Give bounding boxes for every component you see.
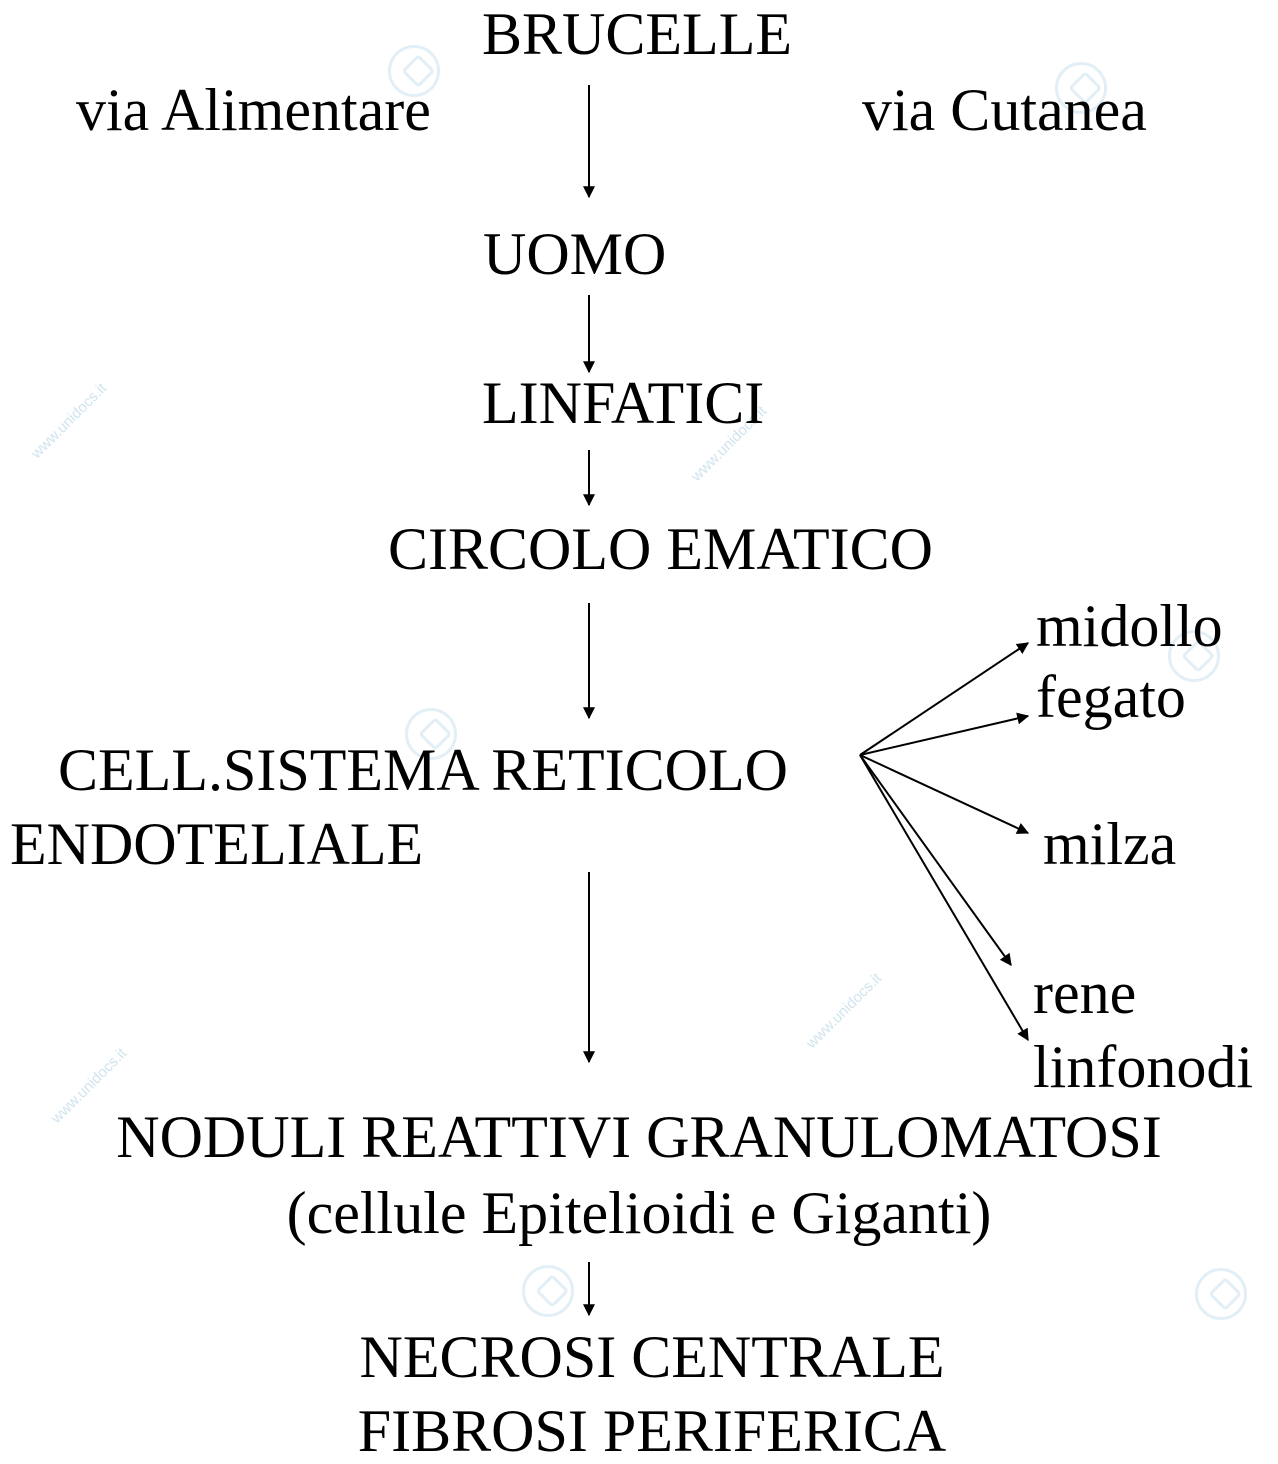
arrow-to-midollo xyxy=(859,642,1029,756)
route-via-alimentare: via Alimentare xyxy=(76,77,431,143)
arrow-to-fegato xyxy=(859,712,1030,756)
organ-milza: milza xyxy=(1043,811,1177,877)
route-via-cutanea: via Cutanea xyxy=(862,77,1147,143)
arrow-to-rene xyxy=(859,754,1012,966)
organ-fegato: fegato xyxy=(1036,664,1186,730)
node-endoteliale: ENDOTELIALE xyxy=(10,811,424,877)
arrow-to-milza xyxy=(859,754,1030,834)
organ-midollo: midollo xyxy=(1036,593,1223,659)
node-fibrosi-periferica: FIBROSI PERIFERICA xyxy=(357,1398,947,1464)
organ-rene: rene xyxy=(1033,960,1137,1026)
arrow-to-linfonodi xyxy=(859,754,1029,1042)
node-brucelle: BRUCELLE xyxy=(482,1,792,67)
node-necrosi-centrale: NECROSI CENTRALE xyxy=(359,1324,945,1390)
node-noduli-reattivi: NODULI REATTIVI GRANULOMATOSI xyxy=(116,1104,1162,1170)
node-cell-sistema-reticolo: CELL.SISTEMA RETICOLO xyxy=(58,737,788,803)
organ-linfonodi: linfonodi xyxy=(1033,1034,1253,1100)
node-linfatici: LINFATICI xyxy=(482,370,765,436)
node-circolo-ematico: CIRCOLO EMATICO xyxy=(388,516,934,582)
node-uomo: UOMO xyxy=(483,221,667,287)
node-noduli-cellule: (cellule Epitelioidi e Giganti) xyxy=(286,1180,992,1246)
